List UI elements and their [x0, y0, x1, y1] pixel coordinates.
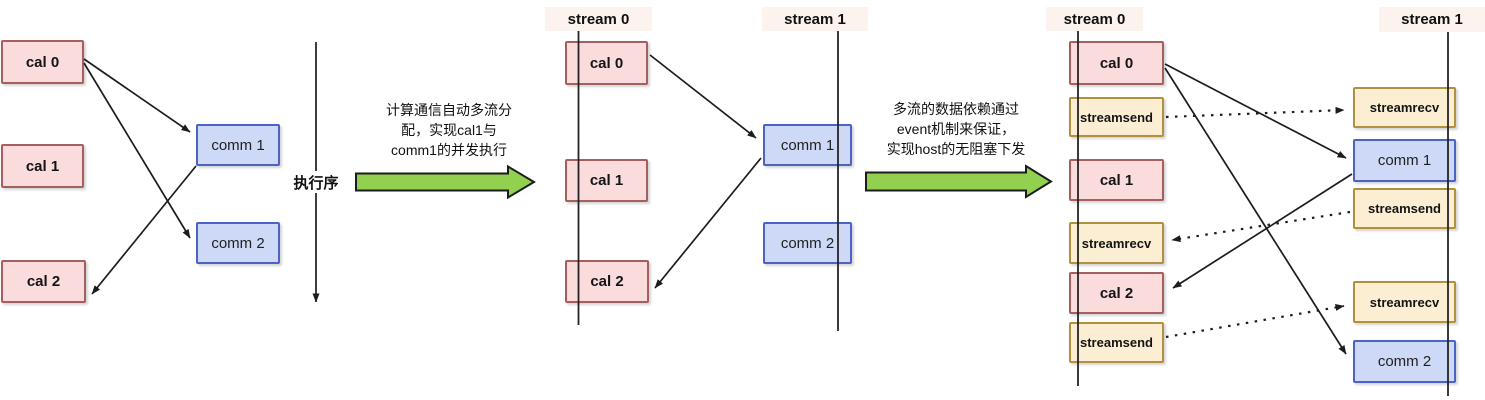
- event-stream0-cal2-box: cal 2: [1069, 272, 1164, 314]
- dag-cal2-box: cal 2: [1, 260, 86, 303]
- dag-arrow-cal0-to-comm1: [83, 58, 191, 133]
- two-stream-cal2-label: cal 2: [590, 273, 624, 290]
- event-stream1-comm1-box: comm 1: [1353, 139, 1456, 182]
- event-stream1-comm2-label: comm 2: [1377, 353, 1432, 370]
- step2-caption-line2: event机制来保证，: [896, 121, 1016, 137]
- two-stream-stream1-header: stream 1: [762, 7, 868, 31]
- two-stream-cal1-label: cal 1: [589, 172, 624, 189]
- step1-caption: 计算通信自动多流分 配，实现cal1与 comm1的并发执行: [360, 100, 538, 160]
- event-stream1-comm2-box: comm 2: [1353, 340, 1456, 383]
- two-stream-cal2-box: cal 2: [565, 260, 649, 303]
- dag-comm1-label: comm 1: [211, 136, 265, 154]
- event-stream0-cal0-box: cal 0: [1069, 41, 1164, 85]
- execution-order-label: 执行序: [287, 171, 345, 193]
- two-stream-arrow-cal0-to-comm1: [649, 54, 757, 139]
- step1-green-arrow: [355, 164, 536, 200]
- event-stream0-cal2-label: cal 2: [1099, 284, 1134, 302]
- event-arrow-cal0-to-comm2: [1164, 67, 1347, 355]
- dag-cal1-box: cal 1: [1, 144, 84, 188]
- step1-caption-line2: 配，实现cal1与: [401, 122, 497, 138]
- step2-caption-line3: 实现host的无阻塞下发: [886, 141, 1026, 157]
- step1-caption-line1: 计算通信自动多流分: [386, 102, 512, 118]
- event-stream-stream0-header: stream 0: [1046, 7, 1143, 31]
- event-stream0-streamsend1-box: streamsend: [1069, 97, 1164, 137]
- event-dotted-arrow-streamsend0a-to-streamrecv1a: [1165, 106, 1345, 119]
- dag-comm2-label: comm 2: [211, 234, 265, 252]
- event-stream0-cal1-label: cal 1: [1099, 171, 1134, 189]
- dag-arrow-comm1-to-cal2: [91, 165, 197, 295]
- two-stream-comm1-box: comm 1: [763, 124, 852, 166]
- event-stream0-streamsend2-box: streamsend: [1069, 322, 1164, 363]
- event-stream0-streamrecv-box: streamrecv: [1069, 222, 1164, 264]
- dag-comm1-box: comm 1: [196, 124, 280, 166]
- event-stream0-cal0-label: cal 0: [1099, 54, 1134, 72]
- event-dotted-arrow-streamsend1-to-streamrecv0: [1171, 210, 1351, 243]
- step2-caption-line1: 多流的数据依赖通过: [893, 101, 1019, 117]
- event-stream1-streamrecv2-box: streamrecv: [1353, 281, 1456, 323]
- two-stream-comm2-label: comm 2: [780, 234, 835, 252]
- dag-comm2-box: comm 2: [196, 222, 280, 264]
- step2-green-arrow: [865, 164, 1053, 199]
- two-stream-cal1-box: cal 1: [565, 159, 648, 202]
- event-stream1-comm1-label: comm 1: [1377, 152, 1432, 169]
- event-arrow-cal0-to-comm1: [1164, 63, 1347, 159]
- event-stream0-streamsend2-label: streamsend: [1080, 335, 1153, 350]
- event-stream0-streamrecv-label: streamrecv: [1081, 235, 1152, 251]
- dag-cal0-label: cal 0: [25, 53, 60, 71]
- dag-cal2-label: cal 2: [26, 273, 61, 290]
- event-stream1-streamrecv1-label: streamrecv: [1369, 100, 1440, 115]
- event-stream0-cal1-box: cal 1: [1069, 159, 1164, 201]
- dag-arrow-cal0-to-comm2: [83, 62, 191, 239]
- two-stream-arrow-comm1-to-cal2: [654, 157, 762, 289]
- event-stream1-streamrecv1-box: streamrecv: [1353, 87, 1456, 128]
- step1-caption-line3: comm1的并发执行: [391, 142, 507, 158]
- dag-cal0-box: cal 0: [1, 40, 84, 84]
- step2-caption: 多流的数据依赖通过 event机制来保证， 实现host的无阻塞下发: [866, 99, 1046, 159]
- event-stream0-streamsend1-label: streamsend: [1080, 109, 1153, 125]
- event-dotted-arrow-streamsend0b-to-streamrecv1b: [1165, 304, 1345, 339]
- dag-cal1-label: cal 1: [25, 157, 60, 175]
- event-stream-stream1-header: stream 1: [1379, 7, 1485, 32]
- event-arrow-comm1-to-cal2: [1172, 173, 1353, 289]
- event-stream1-streamrecv2-label: streamrecv: [1369, 294, 1440, 310]
- two-stream-comm2-box: comm 2: [763, 222, 852, 264]
- two-stream-stream0-header: stream 0: [545, 7, 652, 31]
- two-stream-cal0-label: cal 0: [589, 54, 624, 72]
- two-stream-comm1-label: comm 1: [780, 136, 835, 154]
- event-stream1-streamsend-label: streamsend: [1368, 201, 1441, 216]
- two-stream-cal0-box: cal 0: [565, 41, 648, 85]
- event-stream1-streamsend-box: streamsend: [1353, 188, 1456, 229]
